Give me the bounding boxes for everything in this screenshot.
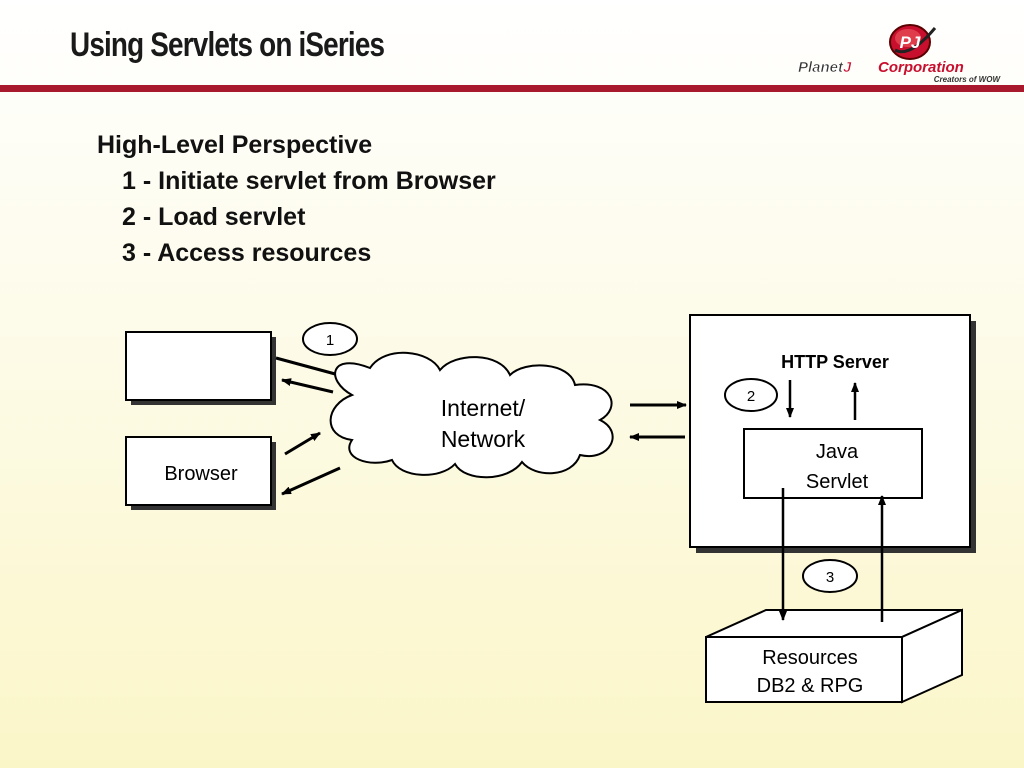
java-servlet-box: Java Servlet [743,428,923,499]
resources-database-box: Resources DB2 & RPG [705,608,963,704]
cloud-label-line2: Network [441,426,526,452]
arrow-network-to-client [281,378,334,394]
resources-label-line2: DB2 & RPG [757,675,864,697]
slide-title: Using Servlets on iSeries [70,26,385,64]
company-logo: PJ PlanetJ Corporation Creators of WOW [798,24,1002,84]
client-window-box [125,331,276,405]
step-3-label: 3 [826,569,834,586]
step-1-label: 1 [326,332,334,349]
browser-box: Browser [125,436,276,510]
logo-name-j: J [843,59,852,76]
resources-label-line1: Resources [762,647,858,669]
logo-tagline: Creators of WOW [934,75,1002,84]
bullet-list: High-Level Perspective 1 - Initiate serv… [97,127,496,271]
title-divider [0,85,1024,92]
servlet-label-line2: Servlet [806,471,869,493]
browser-label: Browser [164,463,238,485]
bullet-heading: High-Level Perspective [97,131,373,159]
arrow-network-to-browser [281,466,341,496]
bullet-item: 2 - Load servlet [122,203,306,231]
servlet-label-line1: Java [816,441,859,463]
logo-name-corporation: Corporation [878,59,964,76]
svg-text:PlanetJ: PlanetJ [798,59,852,76]
step-1-badge: 1 [302,322,358,356]
bullet-item: 3 - Access resources [122,239,372,267]
step-2-label: 2 [747,388,755,405]
step-3-badge: 3 [802,559,858,593]
cloud-label-line1: Internet/ [441,395,526,421]
arrow-browser-to-network [284,431,321,456]
http-server-title: HTTP Server [781,352,889,372]
internet-cloud: Internet/ Network [329,351,614,479]
step-2-badge: 2 [724,378,778,412]
logo-emblem-text: PJ [900,33,921,52]
logo-name-planet: Planet [798,59,844,76]
bullet-item: 1 - Initiate servlet from Browser [122,167,496,195]
